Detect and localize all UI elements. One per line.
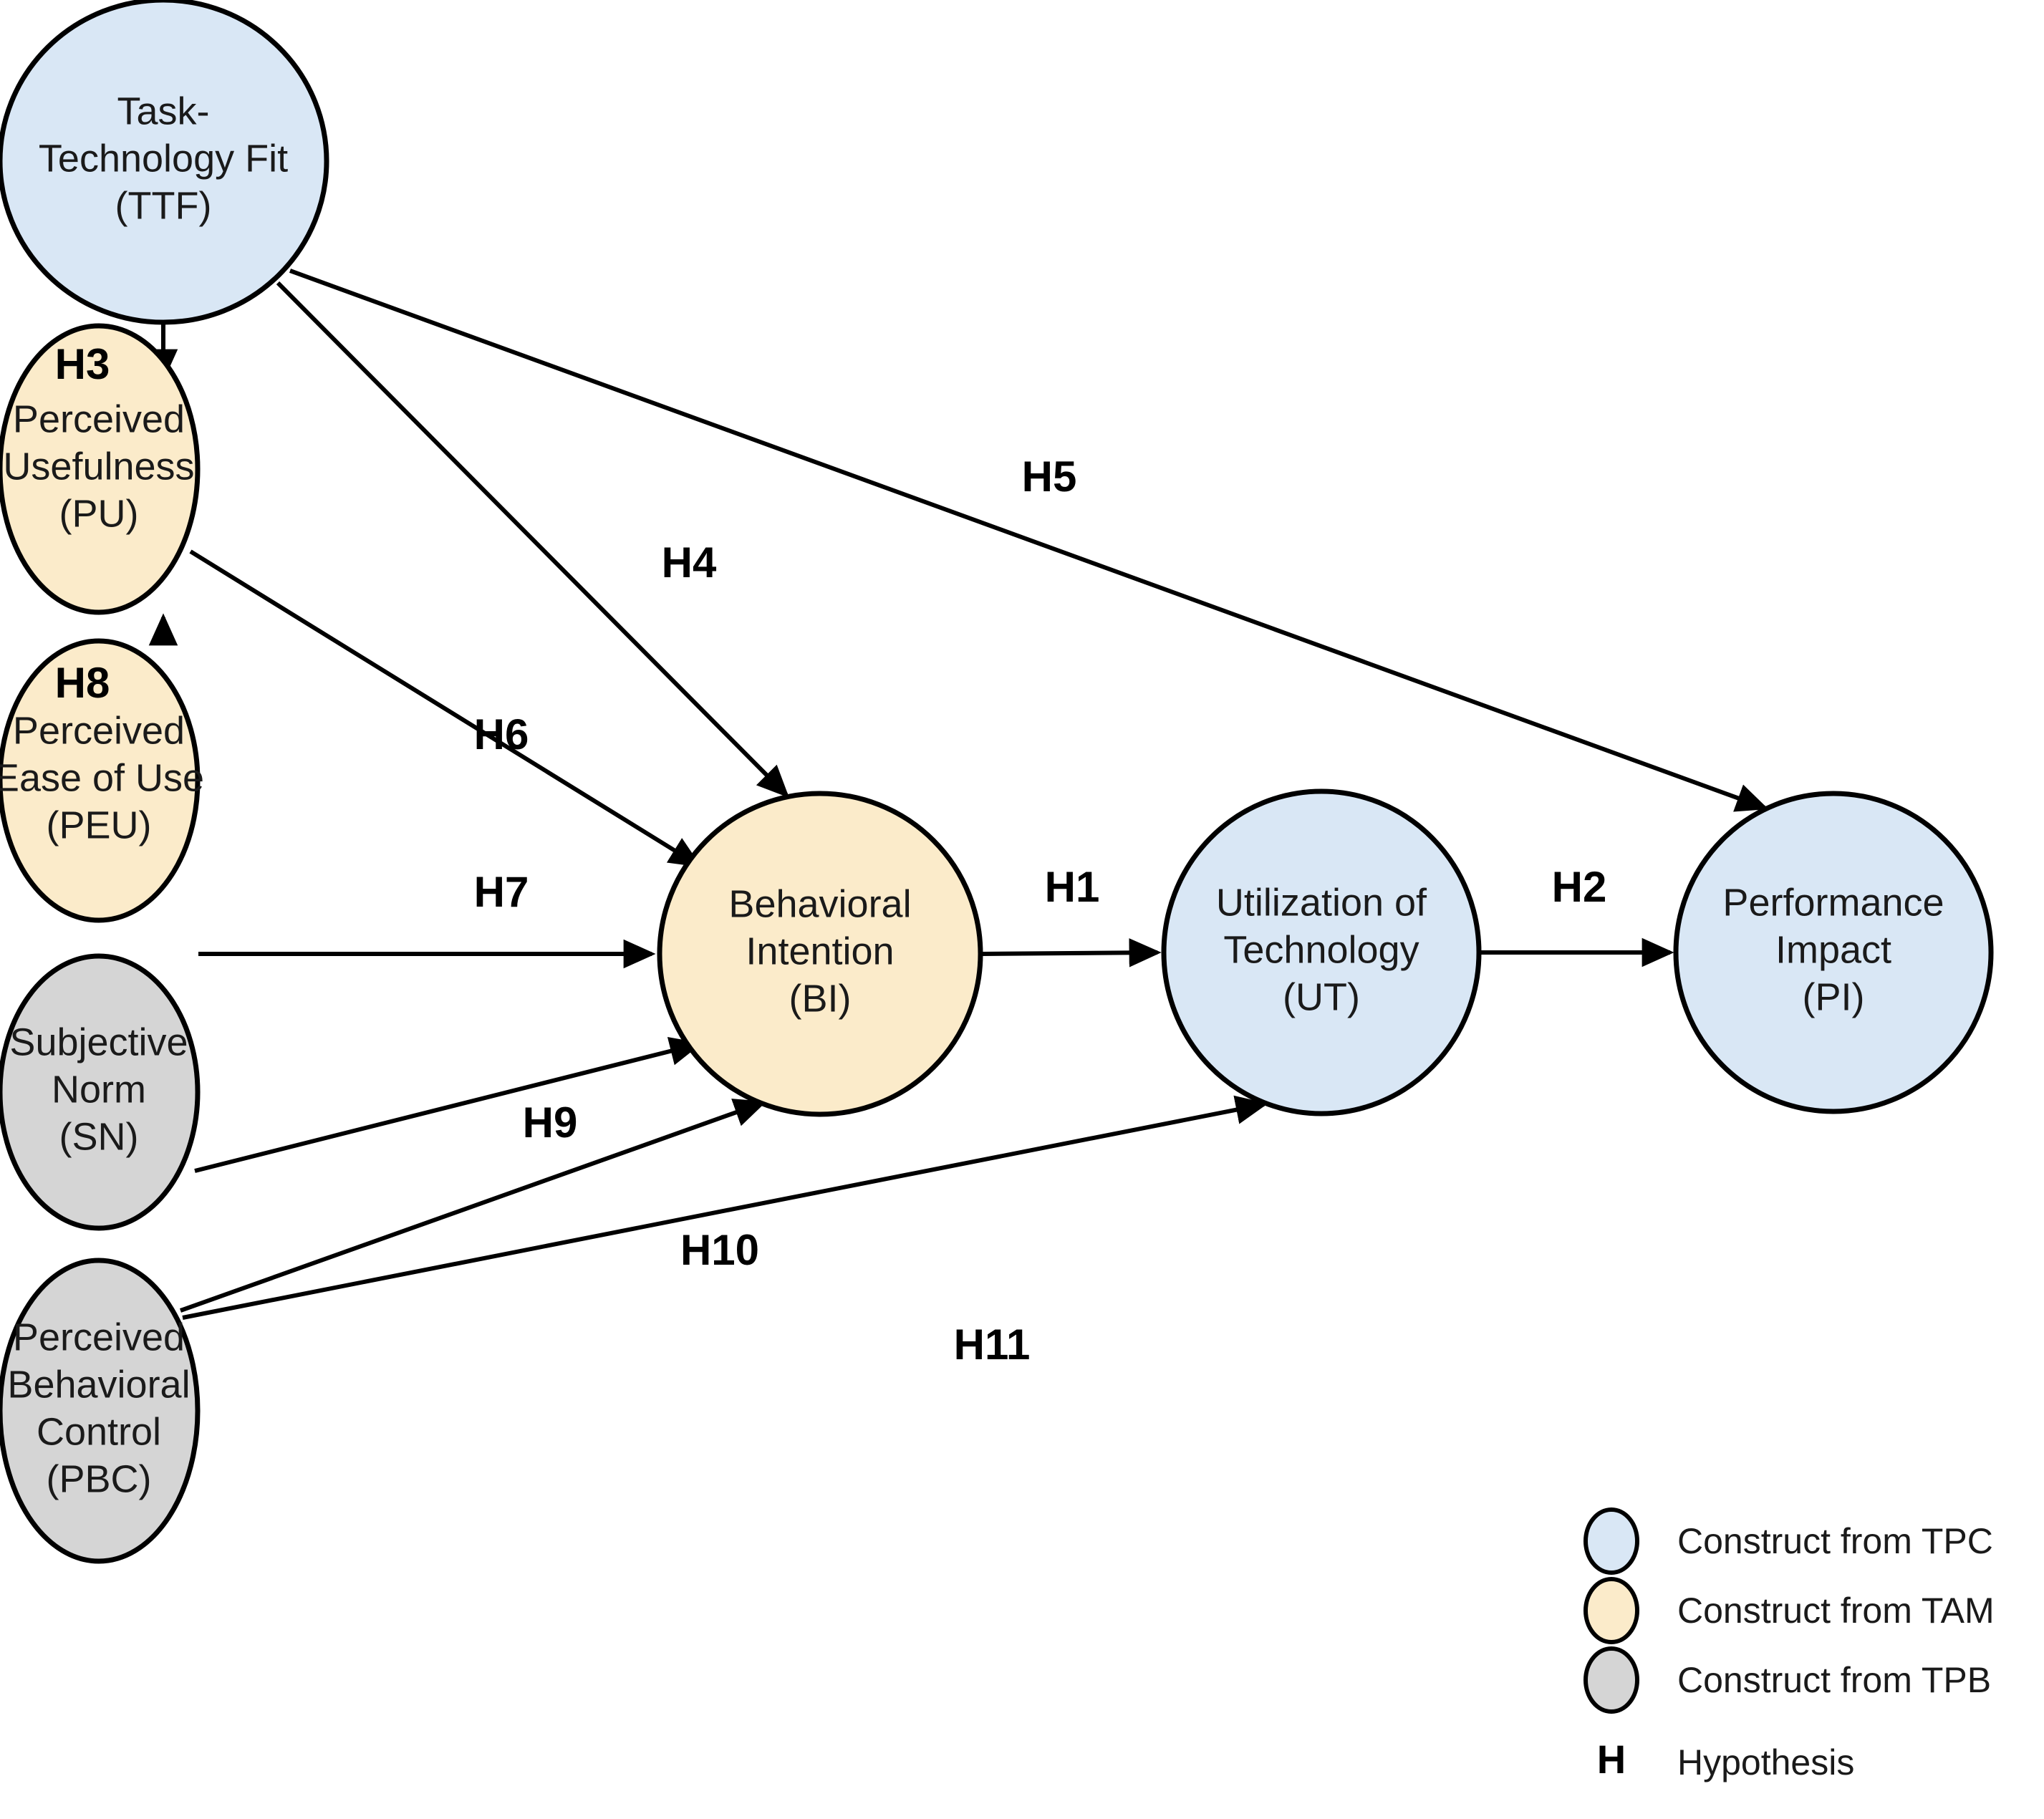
- node-shape-sn: [0, 953, 201, 1231]
- legend-tam-swatch: [1583, 1577, 1639, 1644]
- node-label-pbc-line-0: Perceived: [13, 1316, 185, 1359]
- node-label-pi-line-1: Impact: [1775, 928, 1891, 971]
- node-label-sn-line-2: (SN): [59, 1115, 139, 1158]
- edge-line-h1: [981, 938, 1162, 968]
- edge-h1: [981, 938, 1162, 968]
- node-shape-pu: [0, 323, 201, 615]
- node-shape-pbc: [0, 1258, 201, 1564]
- legend-tpb-label: Construct from TPB: [1677, 1660, 1991, 1700]
- legend-tpc: Construct from TPC: [1583, 1507, 1993, 1575]
- node-label-bi-line-0: Behavioral: [728, 882, 911, 925]
- node-label-sn-line-1: Norm: [52, 1068, 146, 1111]
- legend-tpc-swatch: [1583, 1507, 1639, 1575]
- node-label-pi-line-0: Performance: [1722, 881, 1944, 924]
- node-label-peu-line-0: Perceived: [13, 709, 185, 752]
- node-shape-ttf: [0, 0, 329, 325]
- edge-line-h6: [189, 549, 702, 867]
- node-shape-ut: [1161, 788, 1482, 1116]
- edges-layer: [148, 269, 1769, 1320]
- node-label-peu-line-1: Ease of Use: [0, 756, 204, 799]
- hypothesis-label-h8: H8: [55, 659, 110, 707]
- node-label-ut-line-2: (UT): [1283, 975, 1360, 1018]
- hypothesis-label-h2: H2: [1552, 863, 1607, 911]
- legend-tpc-label: Construct from TPC: [1677, 1521, 1993, 1561]
- hypothesis-label-h3: H3: [55, 340, 110, 388]
- edge-h10: [179, 1099, 767, 1313]
- node-shape-pi: [1673, 791, 1994, 1114]
- node-label-sn-line-0: Subjective: [9, 1021, 188, 1063]
- node-label-pu-line-1: Usefulness: [3, 445, 194, 488]
- node-label-ttf-line-2: (TTF): [115, 184, 212, 227]
- node-label-peu-line-2: (PEU): [47, 804, 152, 846]
- legend-tpb-swatch: [1583, 1646, 1639, 1714]
- edge-h4: [276, 281, 789, 798]
- edge-line-h4: [276, 281, 789, 798]
- legend-tam-label: Construct from TAM: [1677, 1591, 1995, 1631]
- hypothesis-label-h6: H6: [474, 710, 529, 758]
- node-label-ut-line-0: Utilization of: [1216, 881, 1427, 924]
- node-label-ut-line-1: Technology: [1223, 928, 1419, 971]
- hypothesis-label-h7: H7: [474, 868, 529, 916]
- hypothesis-label-h9: H9: [523, 1099, 578, 1147]
- edge-line-h11: [182, 1095, 1268, 1320]
- edge-h5: [289, 269, 1769, 812]
- nodes-layer: Task-Technology Fit(TTF)PerceivedUsefuln…: [0, 0, 1994, 1564]
- node-label-pi-line-2: (PI): [1803, 975, 1865, 1018]
- legend-tam: Construct from TAM: [1583, 1577, 1995, 1644]
- hypothesis-label-h10: H10: [680, 1226, 759, 1274]
- node-label-pbc-line-1: Behavioral: [7, 1363, 190, 1406]
- node-label-bi-line-2: (BI): [789, 977, 852, 1020]
- legend-hypothesis-symbol: H: [1597, 1737, 1626, 1782]
- node-label-pbc-line-3: (PBC): [47, 1457, 152, 1500]
- node-label-ttf-line-0: Task-: [117, 90, 209, 132]
- edge-line-h5: [289, 269, 1769, 812]
- node-label-ttf-line-1: Technology Fit: [39, 137, 288, 180]
- legend-hypothesis-label: Hypothesis: [1677, 1742, 1854, 1782]
- node-shape-bi: [657, 791, 983, 1117]
- hypothesis-label-h11: H11: [954, 1321, 1031, 1369]
- legend: Construct from TPC Construct from TAM Cons…: [1583, 1507, 1995, 1782]
- edge-h6: [189, 549, 702, 867]
- legend-hypothesis: H Hypothesis: [1597, 1737, 1855, 1782]
- edge-h9: [194, 1036, 703, 1173]
- node-shape-peu: [0, 638, 201, 923]
- node-label-pu-line-2: (PU): [59, 492, 139, 535]
- node-ttf[interactable]: Task- Technology Fit(TTF): [0, 0, 329, 325]
- edge-h11: [182, 1095, 1268, 1320]
- hypothesis-label-h5: H5: [1022, 453, 1077, 501]
- edge-line-h10: [179, 1099, 767, 1313]
- hypothesis-label-h1: H1: [1045, 863, 1100, 911]
- legend-tpb: Construct from TPB: [1583, 1646, 1991, 1714]
- node-label-pbc-line-2: Control: [37, 1410, 161, 1453]
- edge-line-h9: [194, 1036, 703, 1173]
- hypothesis-label-h4: H4: [662, 539, 717, 587]
- node-label-pu-line-0: Perceived: [13, 397, 185, 440]
- node-label-bi-line-1: Intention: [746, 930, 894, 973]
